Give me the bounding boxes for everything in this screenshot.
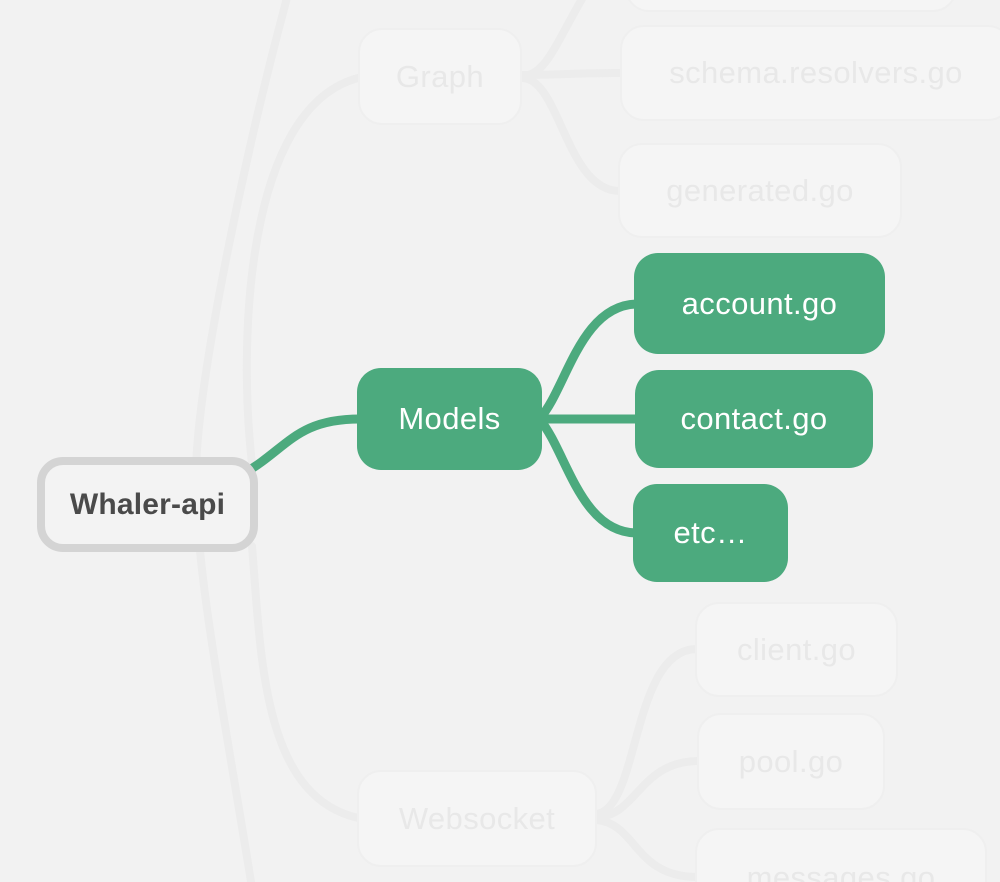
- node-clipped-top: [625, 0, 957, 12]
- node-messages-go[interactable]: messages.go: [695, 828, 987, 882]
- node-messages-go-label: messages.go: [746, 860, 936, 882]
- edge-root-models: [238, 414, 365, 479]
- edge-graph-schema-resolvers: [518, 69, 626, 79]
- node-whaler-api-root-label: Whaler-api: [69, 487, 226, 521]
- edge-graph-generated: [518, 74, 624, 195]
- node-etc[interactable]: etc…: [633, 484, 788, 582]
- edge-root-websocket: [248, 542, 362, 822]
- edge-websocket-pool: [592, 757, 703, 821]
- node-graph[interactable]: Graph: [358, 28, 522, 125]
- node-schema-resolvers-go-label: schema.resolvers.go: [669, 55, 963, 90]
- edge-root-offscreen-vertical: [191, 0, 291, 882]
- edge-root-graph: [242, 74, 362, 468]
- node-client-go-label: client.go: [736, 631, 857, 667]
- node-contact-go[interactable]: contact.go: [635, 370, 873, 468]
- node-account-go-label: account.go: [681, 285, 838, 321]
- node-client-go[interactable]: client.go: [695, 602, 898, 697]
- node-websocket[interactable]: Websocket: [357, 770, 597, 867]
- node-pool-go-label: pool.go: [738, 743, 844, 779]
- edge-websocket-messages: [592, 816, 701, 881]
- node-whaler-api-root[interactable]: Whaler-api: [37, 457, 258, 552]
- edge-models-etc: [535, 415, 642, 538]
- node-etc-label: etc…: [673, 515, 748, 550]
- node-pool-go[interactable]: pool.go: [697, 713, 885, 810]
- node-models-label: Models: [398, 401, 501, 436]
- node-generated-go-label: generated.go: [666, 172, 854, 208]
- edge-models-account: [535, 299, 643, 423]
- node-account-go[interactable]: account.go: [634, 253, 885, 354]
- node-generated-go[interactable]: generated.go: [618, 143, 902, 238]
- node-contact-go-label: contact.go: [680, 401, 828, 436]
- node-websocket-label: Websocket: [398, 800, 556, 836]
- node-schema-resolvers-go[interactable]: schema.resolvers.go: [620, 25, 1000, 121]
- edge-graph-top-offscreen: [518, 0, 587, 80]
- node-models[interactable]: Models: [357, 368, 542, 470]
- node-graph-label: Graph: [395, 58, 485, 94]
- edge-websocket-client: [592, 645, 701, 818]
